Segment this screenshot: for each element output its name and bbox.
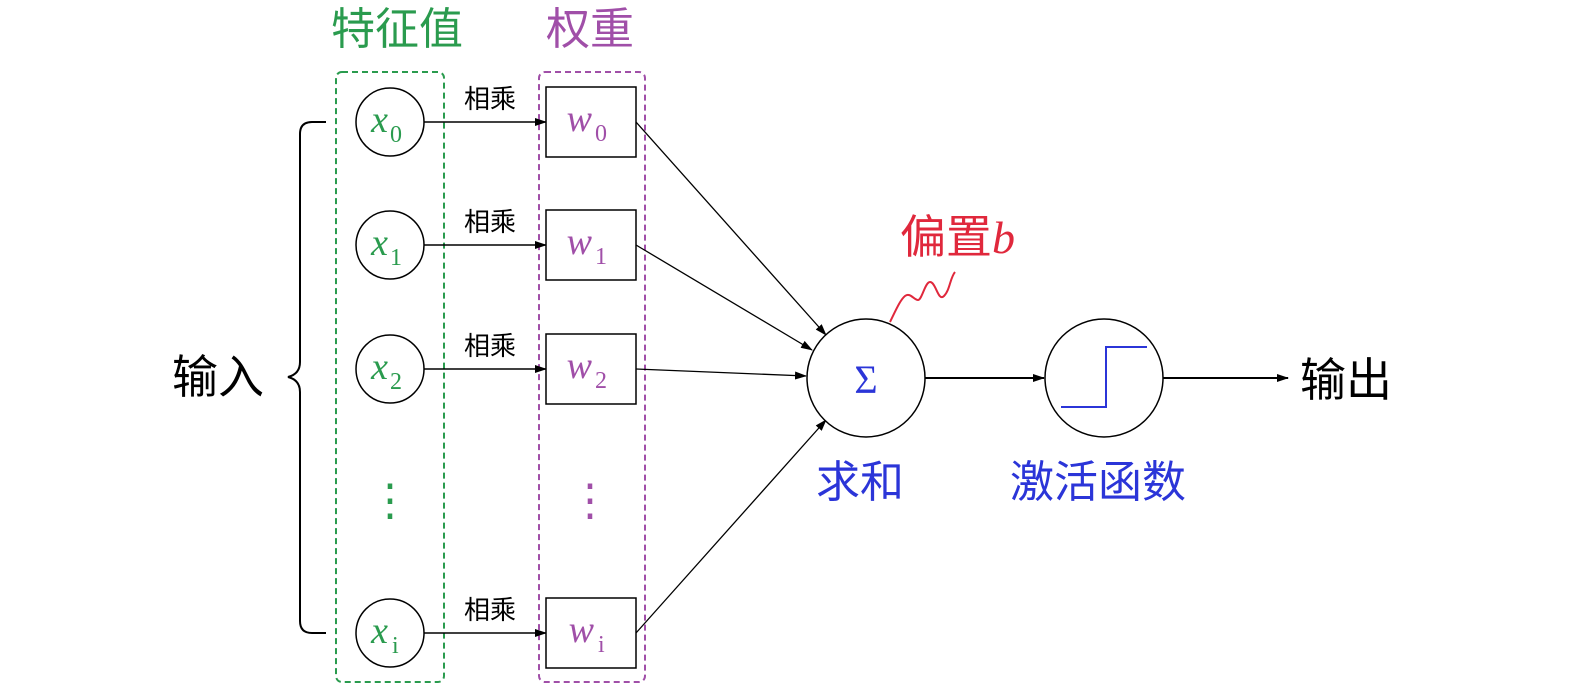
- edge-w2-to-sum: [635, 368, 807, 380]
- input-row-1: x 1 相乘 w 1: [355, 208, 637, 281]
- feature-var: x: [370, 99, 388, 141]
- weight-box-w1: [545, 209, 637, 281]
- edge-w0-to-sum: [635, 121, 827, 336]
- bias-squiggle: [889, 271, 956, 323]
- output-label: 输出: [1300, 353, 1392, 407]
- input-row-i: x i 相乘 w i: [355, 596, 637, 669]
- feature-var: x: [370, 610, 388, 652]
- weight-subscript: i: [598, 632, 605, 658]
- feature-subscript: i: [392, 633, 399, 659]
- bias-var: b: [992, 212, 1015, 263]
- weight-var: w: [567, 345, 593, 387]
- weight-var: w: [567, 221, 593, 263]
- multiply-label: 相乘: [464, 596, 516, 626]
- feature-node-xi: [355, 598, 425, 668]
- sum-symbol: Σ: [854, 357, 877, 402]
- weight-box-wi: [545, 597, 637, 669]
- sum-label: 求和: [816, 457, 904, 508]
- weight-subscript: 0: [595, 121, 607, 147]
- bias-label: 偏置b: [900, 210, 1015, 264]
- weight-box-w2: [545, 333, 637, 405]
- weight-ellipsis: ⋮: [568, 476, 612, 525]
- weights-group-frame: [538, 71, 646, 683]
- input-row-0: x 0 相乘 w 0: [355, 85, 637, 158]
- input-row-2: x 2 相乘 w 2: [355, 332, 637, 405]
- feature-subscript: 2: [390, 369, 402, 395]
- step-function-icon: [1061, 346, 1147, 408]
- features-header: 特征值: [331, 4, 463, 55]
- multiply-label: 相乘: [464, 85, 516, 115]
- input-brace: [287, 121, 326, 634]
- feature-var: x: [370, 346, 388, 388]
- feature-ellipsis: ⋮: [368, 476, 412, 525]
- edge-w1-to-sum: [635, 244, 813, 351]
- weight-subscript: 2: [595, 368, 607, 394]
- input-label: 输入: [172, 350, 264, 404]
- weight-subscript: 1: [595, 244, 607, 270]
- feature-var: x: [370, 222, 388, 264]
- multiply-label: 相乘: [464, 208, 516, 238]
- weight-var: w: [567, 98, 593, 140]
- feature-subscript: 0: [390, 122, 402, 148]
- features-group-frame: [335, 71, 445, 683]
- edge-wi-to-sum: [635, 419, 827, 634]
- activation-node: [1044, 318, 1164, 438]
- weights-header: 权重: [546, 4, 634, 55]
- weight-var: w: [569, 609, 595, 651]
- activation-label: 激活函数: [1010, 457, 1186, 508]
- bias-text: 偏置: [900, 210, 992, 264]
- weight-box-w0: [545, 86, 637, 158]
- multiply-label: 相乘: [464, 332, 516, 362]
- feature-subscript: 1: [390, 245, 402, 271]
